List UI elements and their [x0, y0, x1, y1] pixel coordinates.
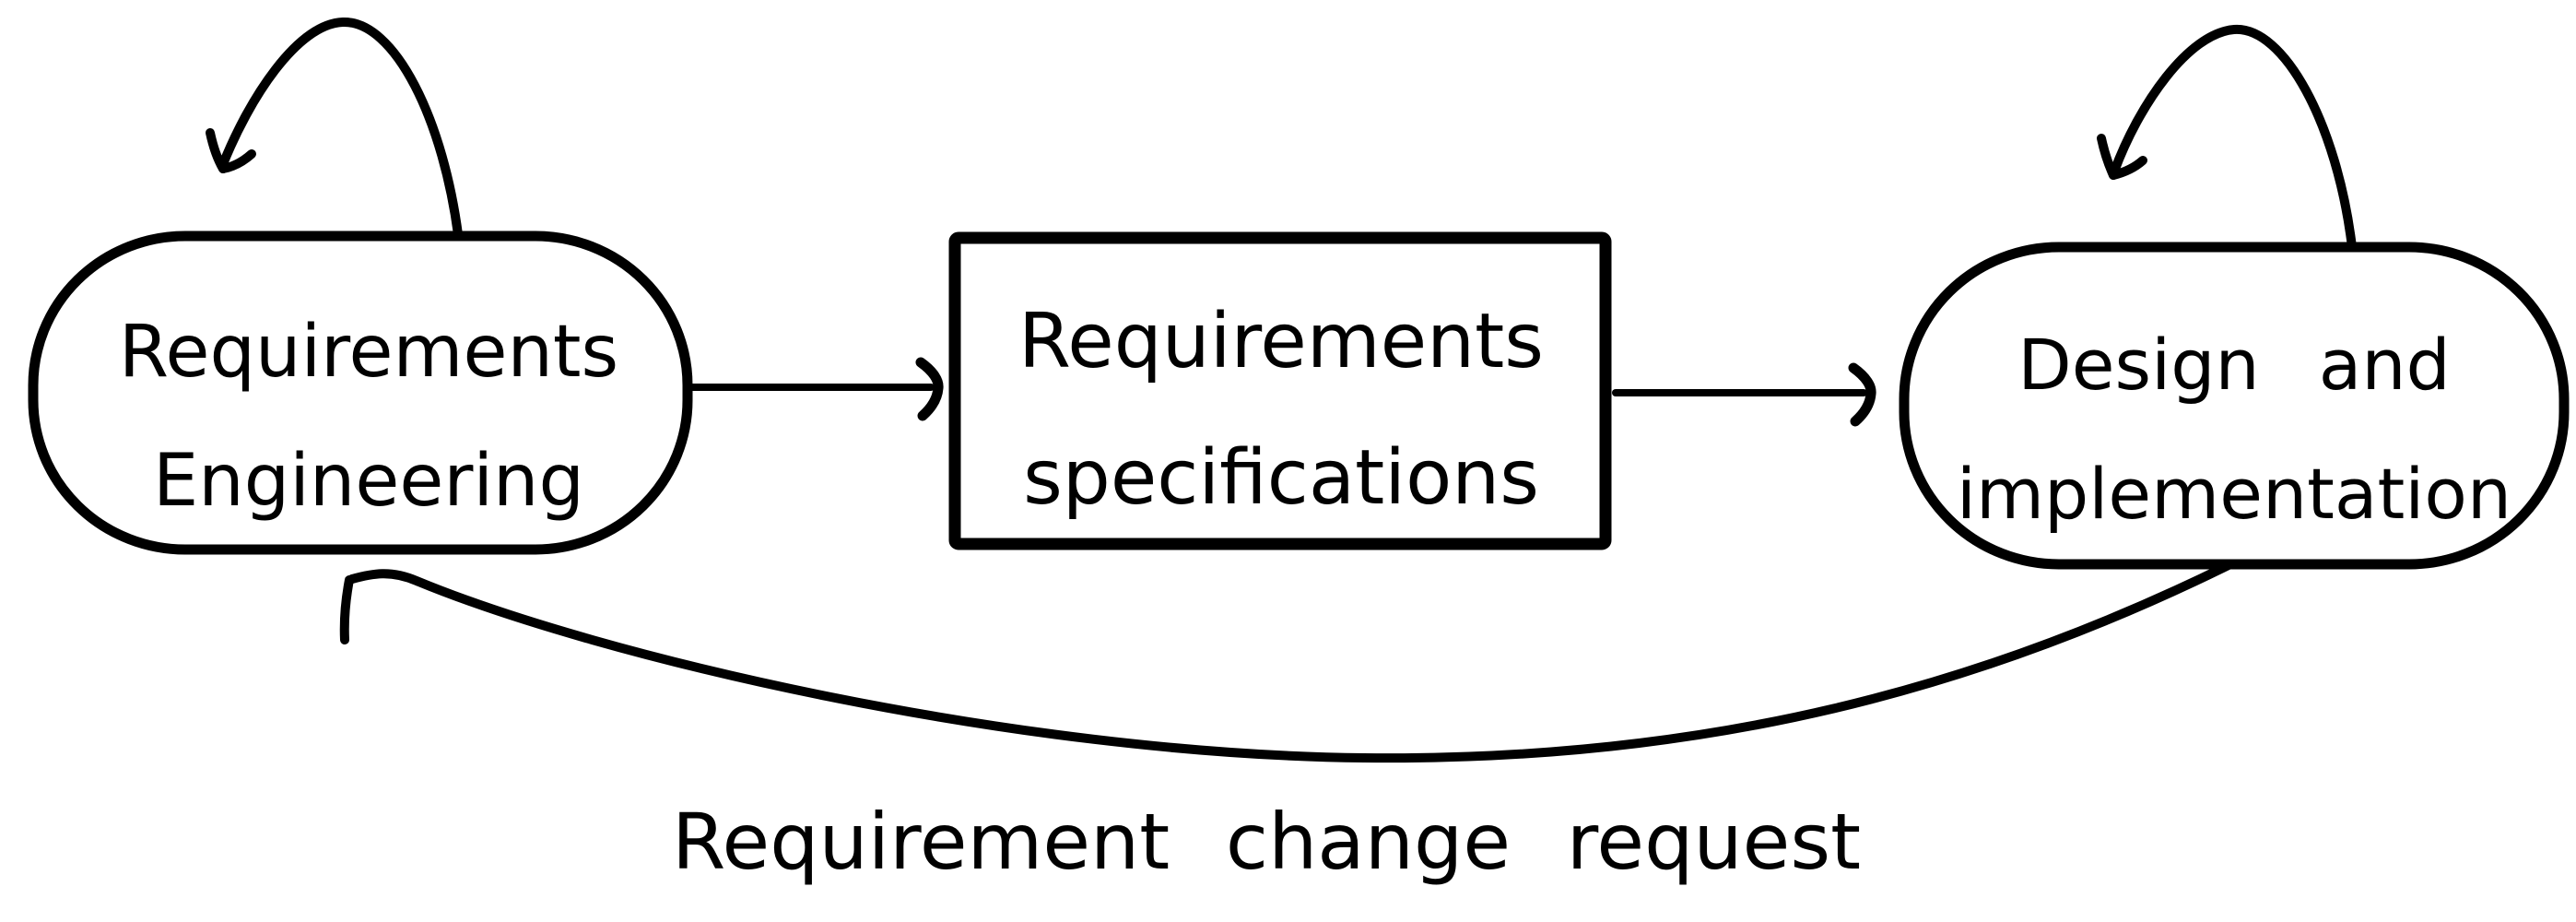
design-and-implementation-line1: Design and — [2017, 324, 2451, 406]
requirements-specifications-line2: specifications — [1023, 434, 1539, 522]
arrow-spec-to-di — [1612, 362, 1876, 427]
change-request-edge-label: Requirement change request — [672, 797, 1861, 887]
arrow-re-to-spec — [687, 357, 944, 421]
requirements-engineering-line1: Requirements — [119, 311, 618, 394]
design-and-implementation-shape — [1899, 242, 2570, 570]
self-loop-left-arrowhead-barb2 — [218, 149, 256, 173]
feedback-arrowhead-barb — [339, 575, 354, 644]
requirements-specifications-shape — [948, 231, 1612, 550]
self-loop-left-curve — [218, 17, 464, 246]
arrow-spec-to-di-arrowhead — [1848, 362, 1876, 427]
feedback-curve — [347, 552, 2250, 763]
node-design-and-implementation: Design and implementation — [1899, 242, 2570, 570]
node-requirements-specifications: Requirements specifications — [948, 231, 1612, 550]
self-loop-arrow-left — [206, 17, 464, 246]
self-loop-left-arrowhead-barb1 — [206, 128, 228, 173]
requirements-specifications-line1: Requirements — [1018, 298, 1544, 385]
self-loop-right-arrowhead-barb2 — [2109, 156, 2147, 180]
node-requirements-engineering: Requirements Engineering — [28, 230, 693, 555]
self-loop-right-curve — [2110, 24, 2357, 252]
requirements-engineering-line2: Engineering — [153, 440, 584, 523]
self-loop-right-arrowhead-barb1 — [2097, 134, 2118, 180]
arrow-re-to-spec-arrowhead — [915, 357, 944, 421]
design-and-implementation-line2: implementation — [1957, 453, 2511, 535]
feedback-arrow-change-request — [339, 552, 2250, 763]
self-loop-arrow-right — [2097, 24, 2357, 252]
requirements-engineering-shape — [28, 230, 693, 555]
